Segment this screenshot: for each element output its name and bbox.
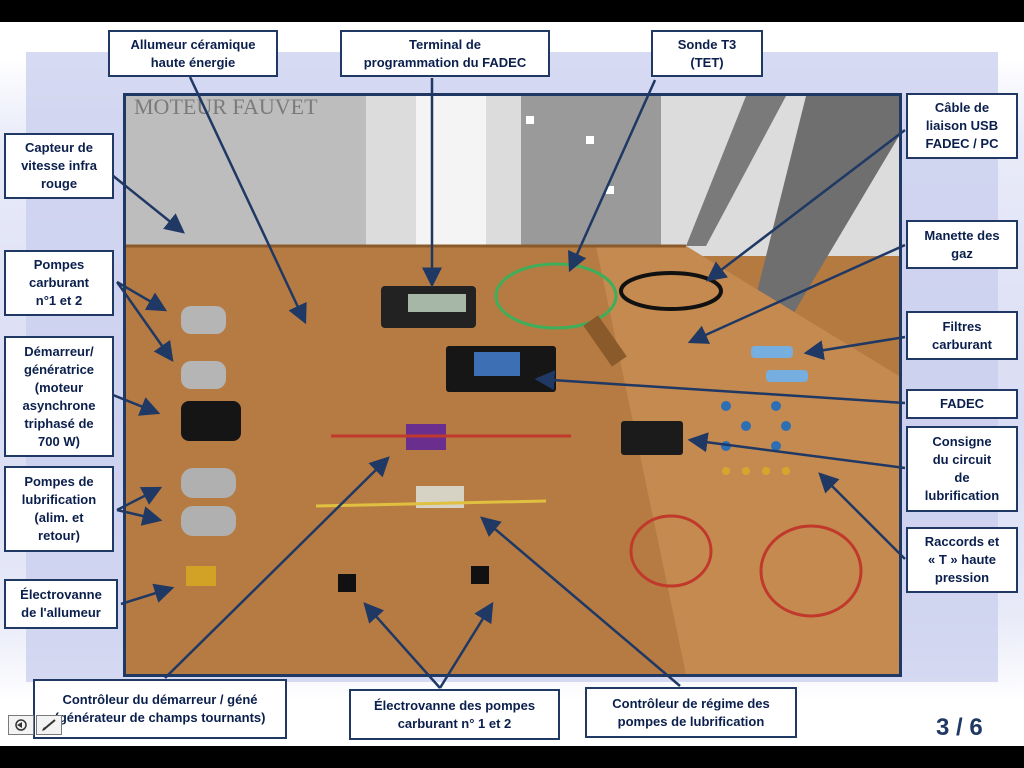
top-black-bar	[0, 0, 1024, 22]
label-raccords: Raccords et « T » haute pression	[906, 527, 1018, 593]
fuel-valve-1	[338, 574, 356, 592]
fuel-pump-1	[181, 306, 226, 334]
fuel-filter-1	[751, 346, 793, 358]
label-electrovanne-pompes: Électrovanne des pompes carburant n° 1 e…	[349, 689, 560, 740]
igniter-valve	[186, 566, 216, 586]
label-sonde: Sonde T3 (TET)	[651, 30, 763, 77]
equipment-photo: MOTEUR FAUVET	[123, 93, 902, 677]
wall-caption: MOTEUR FAUVET	[134, 96, 318, 119]
lube-setpoint	[621, 421, 683, 455]
steel-plate	[521, 96, 661, 261]
slide-back-icon[interactable]	[8, 715, 34, 735]
fuel-pump-2	[181, 361, 226, 389]
label-controleur-demarreur: Contrôleur du démarreur / géné (générate…	[33, 679, 287, 739]
label-cable: Câble de liaison USB FADEC / PC	[906, 93, 1018, 159]
lube-pump-2	[181, 506, 236, 536]
lube-pump-1	[181, 468, 236, 498]
label-fadec: FADEC	[906, 389, 1018, 419]
label-allumeur: Allumeur céramique haute énergie	[108, 30, 278, 77]
label-controleur-regime: Contrôleur de régime des pompes de lubri…	[585, 687, 797, 738]
pen-tool-icon[interactable]	[36, 715, 62, 735]
label-pompes-carburant: Pompes carburant n°1 et 2	[4, 250, 114, 316]
label-terminal: Terminal de programmation du FADEC	[340, 30, 550, 77]
label-manette: Manette des gaz	[906, 220, 1018, 269]
label-capteur: Capteur de vitesse infra rouge	[4, 133, 114, 199]
label-filtres: Filtres carburant	[906, 311, 1018, 360]
perforated-board	[416, 96, 486, 256]
t3-probe	[494, 262, 618, 330]
bottom-black-bar	[0, 746, 1024, 768]
throttle	[583, 315, 627, 367]
starter-generator	[181, 401, 241, 441]
photo-drawing: MOTEUR FAUVET	[126, 96, 899, 674]
label-electrovanne-allumeur: Électrovanne de l'allumeur	[4, 579, 118, 629]
label-pompes-lubrification: Pompes de lubrification (alim. et retour…	[4, 466, 114, 552]
fuel-filter-2	[766, 370, 808, 382]
cable-loop-2	[759, 524, 863, 618]
slide-number: 3 / 6	[936, 714, 983, 741]
fuel-valve-2	[471, 566, 489, 584]
label-consigne: Consigne du circuit de lubrification	[906, 426, 1018, 512]
label-demarreur: Démarreur/ génératrice (moteur asynchron…	[4, 336, 114, 457]
